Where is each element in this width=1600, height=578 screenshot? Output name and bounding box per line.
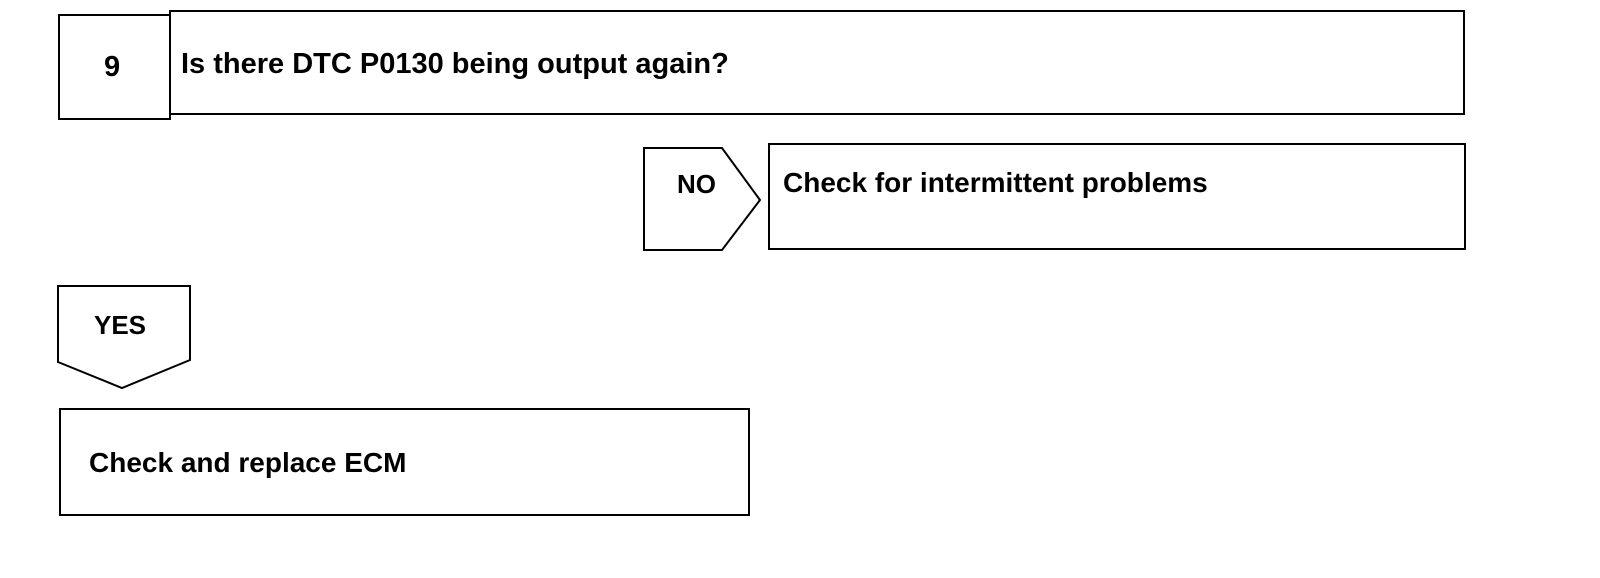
no-result-box — [768, 143, 1466, 250]
step-question-box — [169, 10, 1465, 115]
yes-result-text: Check and replace ECM — [89, 447, 407, 478]
step-question: Is there DTC P0130 being output again? — [181, 48, 729, 80]
step-number-box — [58, 14, 171, 120]
yes-label: YES — [94, 310, 147, 340]
no-label: NO — [677, 169, 716, 199]
yes-result-box — [59, 408, 750, 516]
no-result-text: Check for intermittent problems — [783, 167, 1208, 198]
step-number: 9 — [104, 51, 121, 83]
